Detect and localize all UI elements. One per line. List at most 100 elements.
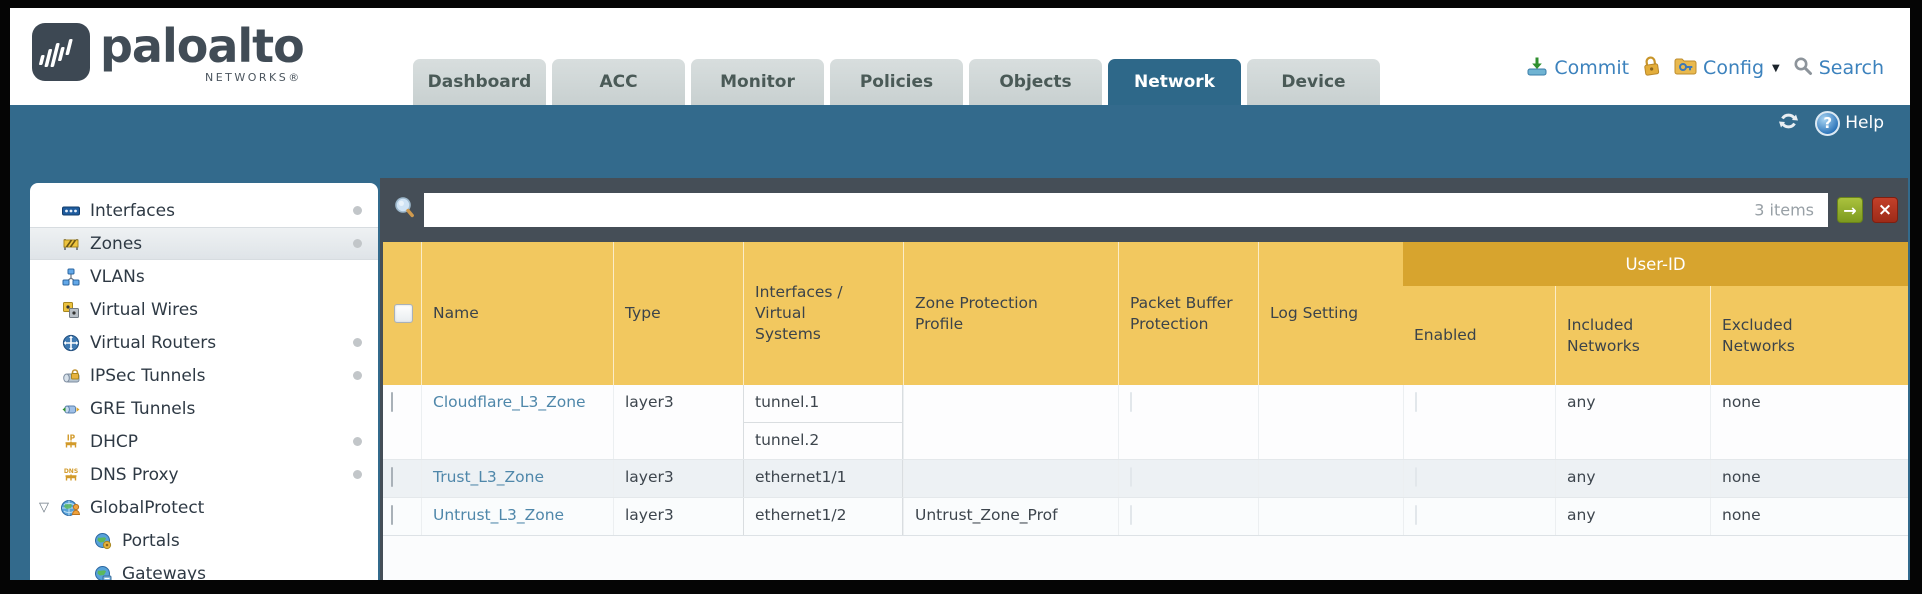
user-id-enabled-checkbox[interactable] — [1415, 505, 1417, 525]
zone-name-link[interactable]: Untrust_L3_Zone — [433, 506, 565, 524]
log-setting-cell — [1258, 385, 1403, 459]
included-networks-cell: any — [1555, 498, 1710, 535]
config-icon — [1674, 56, 1697, 81]
vlans-icon — [60, 267, 82, 287]
expand-triangle-icon[interactable]: ▽ — [39, 500, 49, 515]
column-header-enabled[interactable]: Enabled — [1414, 326, 1477, 345]
column-header-name[interactable]: Name — [421, 242, 613, 385]
status-dot — [353, 206, 362, 215]
sidebar-item-label: VLANs — [90, 266, 145, 287]
zone-name-cell: Untrust_L3_Zone — [421, 498, 613, 535]
column-header-zone-protection-profile[interactable]: Zone Protection Profile — [903, 242, 1118, 385]
user-id-enabled-cell — [1403, 385, 1555, 459]
sidebar-item-gre-tunnels[interactable]: GRE Tunnels — [30, 392, 378, 425]
interfaces-cell: ethernet1/2 — [743, 498, 903, 535]
row-select-checkbox[interactable] — [391, 505, 393, 525]
brand: paloalto NETWORKS® — [32, 23, 305, 85]
packet-buffer-protection-checkbox[interactable] — [1130, 467, 1132, 487]
sidebar-item-interfaces[interactable]: Interfaces — [30, 194, 378, 227]
sidebar-item-gateways[interactable]: Gateways — [30, 557, 378, 580]
status-dot — [353, 371, 362, 380]
excluded-networks-cell: none — [1710, 498, 1908, 535]
config-menu[interactable]: Config ▼ — [1674, 56, 1780, 81]
ipsec-tunnels-icon — [60, 366, 82, 386]
log-setting-cell — [1258, 498, 1403, 535]
user-id-enabled-cell — [1403, 460, 1555, 497]
sidebar-item-virtual-routers[interactable]: Virtual Routers — [30, 326, 378, 359]
packet-buffer-protection-checkbox[interactable] — [1130, 505, 1132, 525]
select-all-checkbox[interactable] — [394, 304, 413, 323]
sidebar-item-label: Virtual Wires — [90, 299, 199, 320]
tab-objects[interactable]: Objects — [969, 59, 1102, 105]
lock-icon — [1640, 54, 1662, 82]
interface-value: tunnel.2 — [743, 422, 903, 459]
lock-button[interactable] — [1642, 55, 1661, 81]
tab-monitor[interactable]: Monitor — [691, 59, 824, 105]
zone-name-cell: Trust_L3_Zone — [421, 460, 613, 497]
row-select-checkbox[interactable] — [391, 467, 393, 487]
commit-icon — [1526, 56, 1548, 81]
sidebar-item-label: DNS Proxy — [90, 464, 179, 485]
column-header-packet-buffer-protection[interactable]: Packet Buffer Protection — [1118, 242, 1258, 385]
refresh-icon[interactable] — [1775, 109, 1802, 137]
tab-network[interactable]: Network — [1108, 59, 1241, 105]
zone-name-cell: Cloudflare_L3_Zone — [421, 385, 613, 459]
sidebar-item-label: Gateways — [122, 563, 206, 581]
zone-name-link[interactable]: Trust_L3_Zone — [433, 468, 544, 486]
column-header-interfaces-virtual-systems[interactable]: Interfaces / Virtual Systems — [743, 242, 903, 385]
search-menu[interactable]: Search — [1793, 56, 1884, 81]
help-icon: ? — [1815, 110, 1841, 136]
column-header-excluded-networks[interactable]: Excluded Networks — [1710, 286, 1908, 385]
zone-protection-profile-cell — [903, 385, 1118, 459]
tab-device[interactable]: Device — [1247, 59, 1380, 105]
user-id-enabled-checkbox[interactable] — [1415, 392, 1417, 412]
sidebar-item-label: DHCP — [90, 431, 138, 452]
apply-filter-button[interactable]: → — [1837, 197, 1863, 223]
tab-policies[interactable]: Policies — [830, 59, 963, 105]
column-header-log-setting[interactable]: Log Setting — [1258, 242, 1403, 385]
sidebar-item-zones[interactable]: Zones — [30, 227, 378, 260]
zones-icon — [60, 234, 82, 254]
row-select-checkbox[interactable] — [391, 392, 393, 412]
gateways-icon — [92, 564, 114, 580]
column-header-included-networks[interactable]: Included Networks — [1555, 286, 1710, 385]
sidebar-item-portals[interactable]: Portals — [30, 524, 378, 557]
column-header-type[interactable]: Type — [613, 242, 743, 385]
filter-input[interactable] — [424, 193, 1828, 227]
virtual-routers-icon — [60, 333, 82, 353]
tab-acc[interactable]: ACC — [552, 59, 685, 105]
filter-search-icon — [393, 196, 416, 224]
sidebar-item-virtual-wires[interactable]: Virtual Wires — [30, 293, 378, 326]
user-id-group-header: User-ID — [1403, 242, 1908, 286]
sidebar-item-label: Zones — [90, 233, 143, 254]
clear-filter-button[interactable]: × — [1872, 197, 1898, 223]
sidebar-item-vlans[interactable]: VLANs — [30, 260, 378, 293]
zone-protection-profile-cell — [903, 460, 1118, 497]
row-select-cell — [383, 385, 421, 459]
select-all-cell — [383, 242, 421, 385]
header-actions: Commit Config ▼ Search — [1526, 55, 1884, 81]
included-networks-cell: any — [1555, 460, 1710, 497]
items-count: 3 items — [1754, 200, 1814, 220]
sidebar-item-globalprotect[interactable]: ▽GlobalProtect — [30, 491, 378, 524]
tab-dashboard[interactable]: Dashboard — [413, 59, 546, 105]
zone-type-cell: layer3 — [613, 498, 743, 535]
packet-buffer-protection-cell — [1118, 385, 1258, 459]
commit-button[interactable]: Commit — [1526, 56, 1629, 81]
status-dot — [353, 239, 362, 248]
user-id-enabled-checkbox[interactable] — [1415, 467, 1417, 487]
sidebar-item-ipsec-tunnels[interactable]: IPSec Tunnels — [30, 359, 378, 392]
packet-buffer-protection-checkbox[interactable] — [1130, 392, 1132, 412]
help-button[interactable]: ? Help — [1815, 110, 1884, 136]
interface-value: ethernet1/1 — [743, 460, 903, 497]
zone-name-link[interactable]: Cloudflare_L3_Zone — [433, 393, 586, 411]
